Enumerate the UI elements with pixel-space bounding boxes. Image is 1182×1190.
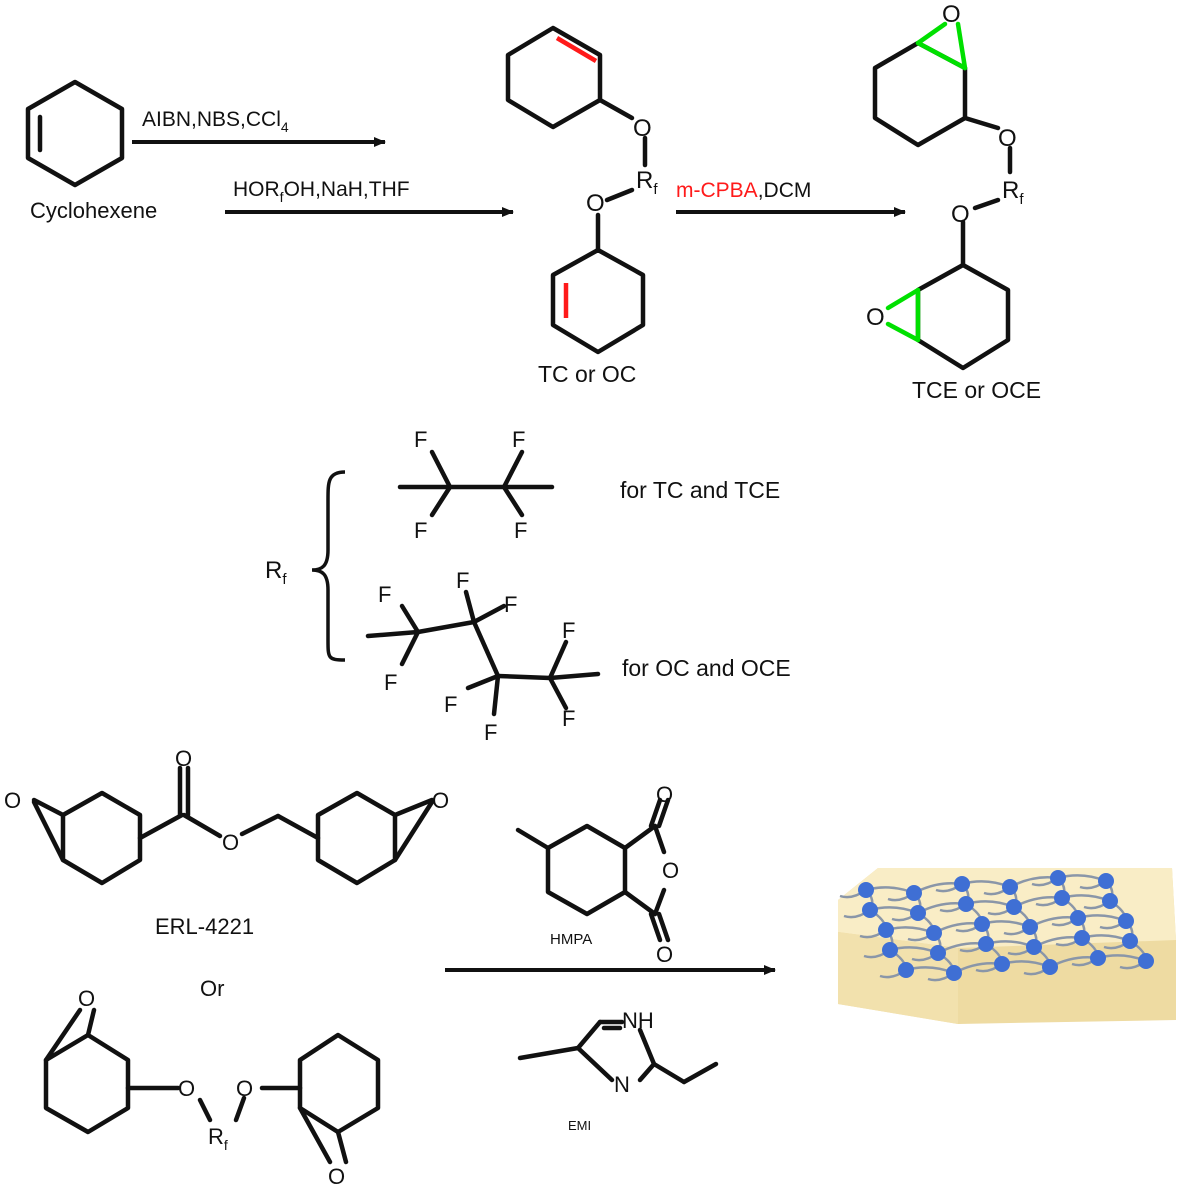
crosslink-node <box>1070 910 1086 926</box>
svg-text:F: F <box>414 427 427 452</box>
rf-option1-structure: F F F F <box>397 427 555 543</box>
crosslink-node <box>1026 939 1042 955</box>
svg-text:O: O <box>586 190 605 217</box>
svg-text:F: F <box>514 518 527 543</box>
crosslink-node <box>974 916 990 932</box>
rf-option2-label: for OC and OCE <box>622 655 791 681</box>
intermediate-structure: O O Rf <box>505 25 658 355</box>
svg-text:O: O <box>656 942 673 967</box>
svg-text:F: F <box>378 582 391 607</box>
svg-text:F: F <box>504 592 517 617</box>
crosslink-node <box>858 882 874 898</box>
crosslink-node <box>946 965 962 981</box>
crosslink-node <box>958 896 974 912</box>
crosslink-node <box>1102 893 1118 909</box>
crosslink-node <box>954 876 970 892</box>
crosslink-node <box>1090 950 1106 966</box>
product-structure: O O O O Rf <box>866 1 1024 371</box>
svg-text:O: O <box>178 1076 195 1101</box>
svg-text:Rf: Rf <box>636 167 658 198</box>
emi-structure: NH N <box>517 1008 719 1097</box>
crosslink-node <box>878 922 894 938</box>
crosslink-node <box>1138 953 1154 969</box>
rf-symbol: Rf <box>265 557 287 588</box>
svg-text:O: O <box>866 304 885 331</box>
svg-text:F: F <box>456 568 469 593</box>
crosslink-node <box>1122 933 1138 949</box>
svg-text:O: O <box>998 125 1017 152</box>
crosslink-node <box>882 942 898 958</box>
svg-text:Rf: Rf <box>1002 177 1024 208</box>
svg-text:O: O <box>78 986 95 1011</box>
svg-text:O: O <box>633 115 652 142</box>
svg-text:O: O <box>175 746 192 771</box>
fluorinated-diepoxide-structure: O O O O Rf <box>43 986 381 1189</box>
svg-text:F: F <box>384 670 397 695</box>
emi-label: EMI <box>568 1118 591 1133</box>
rf-brace <box>311 470 346 662</box>
crosslink-node <box>898 962 914 978</box>
svg-text:F: F <box>484 720 497 745</box>
crosslink-node <box>1074 930 1090 946</box>
svg-text:O: O <box>328 1164 345 1189</box>
intermediate-label: TC or OC <box>538 361 636 387</box>
svg-text:Rf: Rf <box>208 1124 228 1153</box>
cyclohexene-structure <box>25 79 125 188</box>
rf-option1-label: for TC and TCE <box>620 477 780 503</box>
crosslink-node <box>1054 890 1070 906</box>
crosslink-node <box>1050 870 1066 886</box>
crosslink-node <box>926 925 942 941</box>
svg-text:F: F <box>512 427 525 452</box>
svg-text:O: O <box>951 201 970 228</box>
crosslink-node <box>978 936 994 952</box>
svg-text:N: N <box>614 1072 630 1097</box>
crosslink-node <box>1098 873 1114 889</box>
cured-network-illustration <box>838 868 1176 1024</box>
or-label: Or <box>200 976 224 1001</box>
svg-text:O: O <box>236 1076 253 1101</box>
crosslink-node <box>1118 913 1134 929</box>
svg-text:O: O <box>662 858 679 883</box>
reagents-step1a: AIBN,NBS,CCl4 <box>142 108 289 135</box>
reagents-epoxidation: m-CPBA,DCM <box>676 179 811 202</box>
svg-text:O: O <box>4 788 21 813</box>
crosslink-node <box>910 905 926 921</box>
reagents-step1b: HORfOH,NaH,THF <box>233 178 410 205</box>
crosslink-node <box>906 885 922 901</box>
svg-text:O: O <box>942 1 961 28</box>
svg-text:O: O <box>656 782 673 807</box>
rf-option2-structure: F F F F F F F F <box>365 568 601 745</box>
crosslink-node <box>930 945 946 961</box>
svg-text:O: O <box>222 830 239 855</box>
svg-text:F: F <box>562 618 575 643</box>
product-label: TCE or OCE <box>912 377 1041 403</box>
svg-text:NH: NH <box>622 1008 654 1033</box>
crosslink-node <box>994 956 1010 972</box>
hmpa-label: HMPA <box>550 931 592 948</box>
svg-text:F: F <box>414 518 427 543</box>
cyclohexene-label: Cyclohexene <box>30 198 157 223</box>
svg-text:F: F <box>444 692 457 717</box>
erl-4221-structure: O O O O <box>4 746 449 886</box>
crosslink-node <box>1006 899 1022 915</box>
svg-text:F: F <box>562 706 575 731</box>
crosslink-node <box>1022 919 1038 935</box>
crosslink-node <box>1002 879 1018 895</box>
erl-4221-label: ERL-4221 <box>155 914 254 939</box>
svg-text:O: O <box>432 788 449 813</box>
hmpa-structure: O O O <box>515 782 679 967</box>
crosslink-node <box>862 902 878 918</box>
crosslink-node <box>1042 959 1058 975</box>
